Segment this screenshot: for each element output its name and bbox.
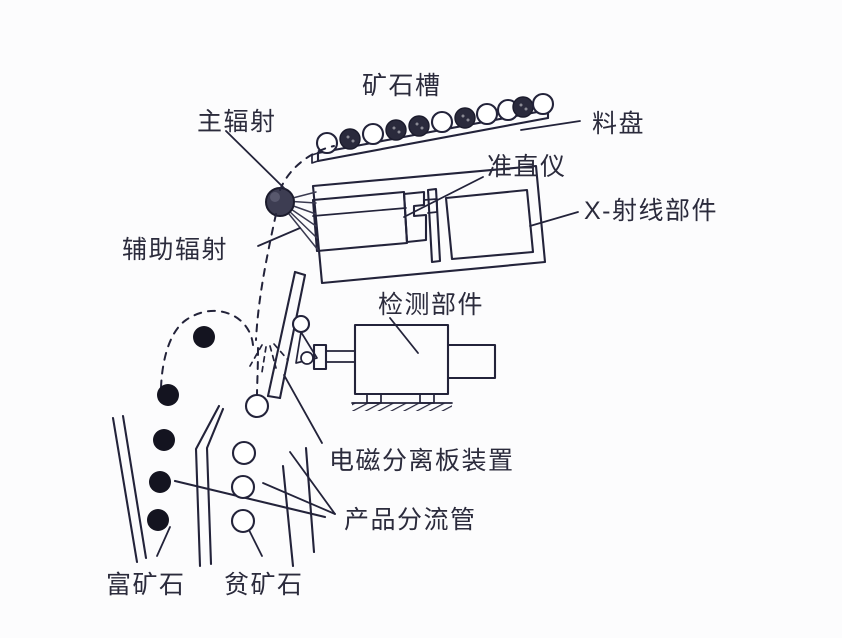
leader-product-splitter-b xyxy=(289,451,336,515)
separator-plate-bottom-edge xyxy=(266,394,282,400)
leader-rich-ore xyxy=(156,526,171,557)
chute-particle-open xyxy=(361,122,385,146)
rich-ore-particle xyxy=(147,509,169,531)
chute-particle-row xyxy=(315,92,555,155)
label-product-splitter-pipe: 产品分流管 xyxy=(344,506,477,534)
label-auxiliary-radiation: 辅助辐射 xyxy=(122,236,228,264)
xray-emitter-window xyxy=(444,188,535,261)
separator-plate-left-edge xyxy=(266,270,297,398)
splitter-wall-outer-left xyxy=(111,416,139,564)
chute-particle-open xyxy=(430,110,454,134)
detector-rear-extension xyxy=(446,343,497,380)
xray-inner-chamber xyxy=(311,190,409,253)
rich-ore-particle xyxy=(157,384,179,406)
xray-source-assembly xyxy=(265,187,319,251)
collimator-block xyxy=(402,190,428,244)
xray-source-sphere xyxy=(265,187,295,217)
detector-foot-right xyxy=(419,393,435,404)
splitter-wall-middle-left-b xyxy=(205,407,225,566)
product-splitter-pipes xyxy=(111,404,327,568)
xray-chamber-divider xyxy=(312,207,407,217)
label-xray-component: X-射线部件 xyxy=(584,197,718,225)
leader-collimator xyxy=(403,176,484,218)
leader-lean-ore xyxy=(248,529,263,557)
rich-ore-particle xyxy=(149,471,171,493)
collimator-mount-strip xyxy=(426,187,442,264)
chute-particle-filled xyxy=(385,119,407,141)
label-detection-component: 检测部件 xyxy=(378,291,484,319)
splitter-divider-diagonal xyxy=(173,479,327,519)
leader-electromagnetic-separator xyxy=(283,374,323,444)
auxiliary-radiation-path xyxy=(255,213,277,341)
chute-particle-filled xyxy=(454,107,476,129)
label-lean-ore: 贫矿石 xyxy=(224,571,304,599)
leader-auxiliary-radiation xyxy=(257,227,301,247)
lean-ore-particle xyxy=(244,393,270,419)
lean-ore-particle xyxy=(230,474,256,500)
chute-particle-open xyxy=(531,92,555,116)
detection-component-assembly xyxy=(351,323,497,411)
leader-xray-component xyxy=(529,211,579,227)
detector-ground-hatching xyxy=(352,403,452,411)
leader-feed-tray xyxy=(520,120,581,131)
chute-particle-filled xyxy=(339,128,361,150)
lean-ore-particle xyxy=(230,508,256,534)
label-collimator: 准直仪 xyxy=(487,153,567,181)
splitter-wall-outer-right xyxy=(304,446,316,554)
xray-source-highlight xyxy=(270,192,280,202)
splitter-wall-middle-right xyxy=(281,464,295,568)
auxiliary-radiation-branch xyxy=(249,344,263,367)
chute-bottom-surface xyxy=(316,116,550,163)
electromagnetic-separator-assembly xyxy=(266,270,356,400)
chute-particle-filled xyxy=(408,115,430,137)
rich-ore-trajectory xyxy=(147,310,254,531)
ore-chute-assembly xyxy=(311,92,555,164)
chute-particle-texture xyxy=(346,103,528,143)
auxiliary-radiation-branch xyxy=(269,345,277,369)
rich-ore-particle xyxy=(153,429,175,451)
detector-main-body xyxy=(353,323,450,396)
leader-product-splitter-a xyxy=(262,482,336,515)
label-electromagnetic-separator-plate: 电磁分离板装置 xyxy=(329,447,515,475)
chute-discharge-lip xyxy=(311,152,319,164)
rich-ore-particle xyxy=(193,326,215,348)
actuator-collar xyxy=(312,343,328,371)
chute-particle-open xyxy=(315,131,339,155)
chute-particle-open xyxy=(475,102,499,126)
chute-particle-filled xyxy=(512,96,534,118)
beam-ray xyxy=(284,208,319,251)
leader-main-radiation xyxy=(225,130,286,190)
label-rich-ore: 富矿石 xyxy=(106,571,186,599)
lean-ore-particle xyxy=(231,440,257,466)
splitter-wall-middle-left xyxy=(194,404,221,568)
xray-component-housing xyxy=(311,164,547,285)
label-feed-tray: 料盘 xyxy=(592,110,645,138)
separator-plate-top-edge xyxy=(293,270,307,277)
label-ore-chute: 矿石槽 xyxy=(362,72,442,100)
leader-detection-component xyxy=(389,317,419,354)
splitter-wall-outer-left-b xyxy=(121,414,148,560)
separator-plate-right-edge xyxy=(278,273,307,400)
auxiliary-radiation-branch xyxy=(273,343,289,361)
auxiliary-radiation-branch xyxy=(261,346,267,373)
lean-ore-drop-path xyxy=(256,347,259,397)
detector-foot-left xyxy=(366,393,382,404)
actuator-pin-joint xyxy=(300,351,314,365)
rich-ore-arc-path xyxy=(159,310,254,401)
main-radiation-path xyxy=(279,145,335,191)
separator-pivot-joint xyxy=(291,314,311,334)
label-main-radiation: 主辐射 xyxy=(197,108,277,136)
lean-ore-trajectory xyxy=(230,347,270,534)
